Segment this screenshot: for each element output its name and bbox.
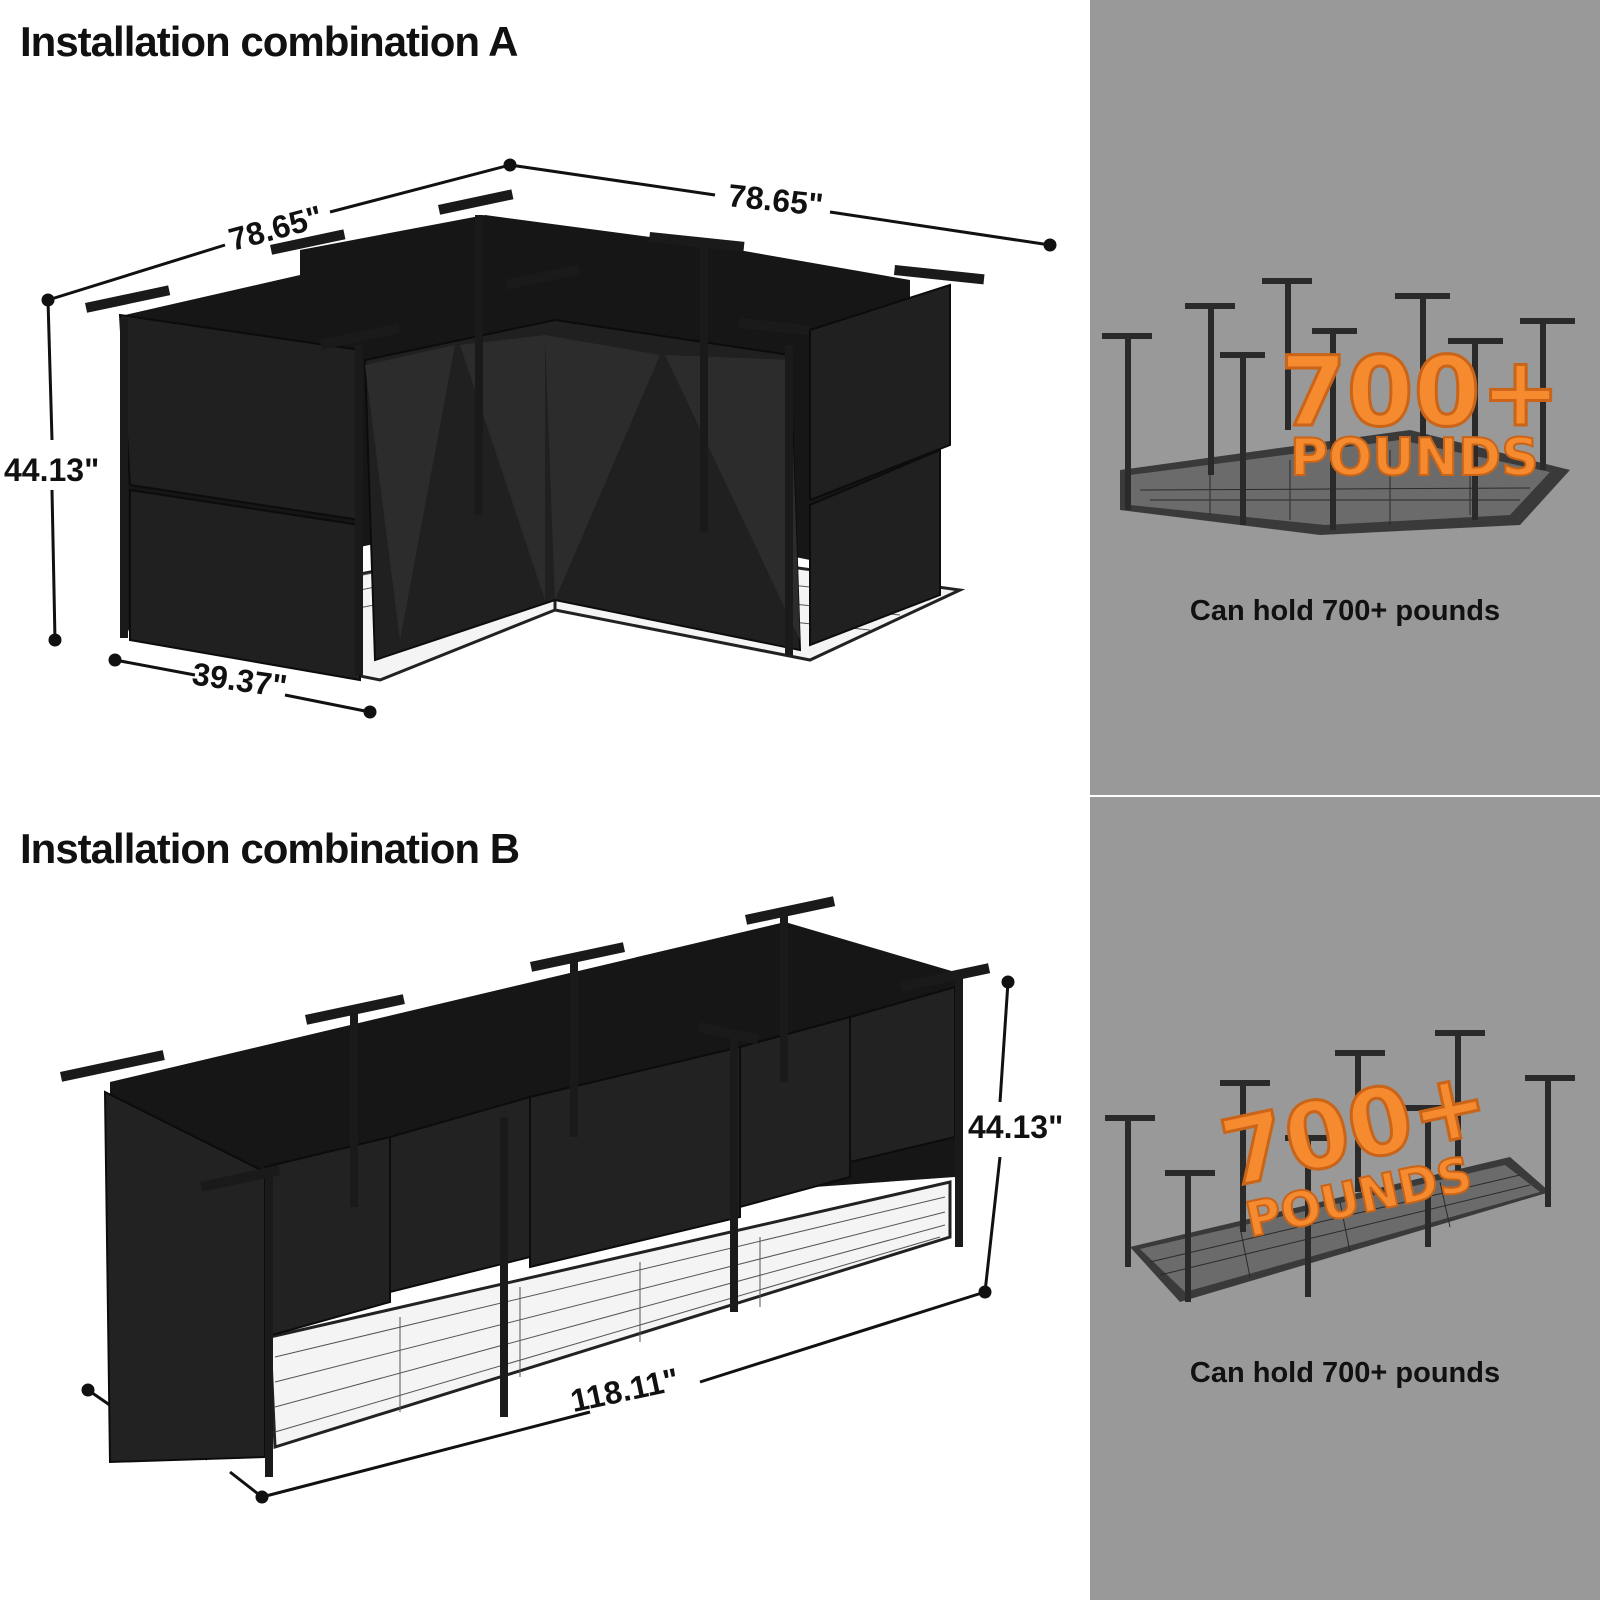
- panel-divider: [1090, 795, 1600, 797]
- load-capacity-panel-a: 700+ POUNDS Can hold 700+ pounds: [1090, 0, 1600, 795]
- combination-a-height: 44.13": [4, 452, 100, 488]
- combination-b-panel: Installation combination B 44.13" 118.11…: [0, 797, 1090, 1600]
- load-badge-unit-a: POUNDS: [1290, 428, 1539, 488]
- l-shaped-rack-illustration: [85, 189, 985, 682]
- l-rack-load-illustration: 700+ POUNDS: [1102, 278, 1575, 535]
- combination-a-dimension-lines: [41, 158, 1057, 719]
- combination-b-dimension-lines: [81, 975, 1015, 1504]
- combination-a-panel: Installation combination A 78.65" 78.65"…: [0, 0, 1090, 795]
- load-caption-b: Can hold 700+ pounds: [1189, 1357, 1501, 1389]
- load-caption-a: Can hold 700+ pounds: [1189, 595, 1501, 627]
- straight-rack-illustration: [59, 896, 991, 1477]
- combination-b-title: Installation combination B: [20, 825, 520, 872]
- combination-a-title: Installation combination A: [20, 18, 518, 65]
- load-badge-number-a: 700+: [1280, 336, 1561, 448]
- load-capacity-panel-b: 700+ POUNDS Can hold 700+ pounds: [1090, 797, 1600, 1600]
- combination-b-height: 44.13": [968, 1109, 1064, 1145]
- straight-rack-load-illustration: 700+ POUNDS: [1105, 1030, 1575, 1302]
